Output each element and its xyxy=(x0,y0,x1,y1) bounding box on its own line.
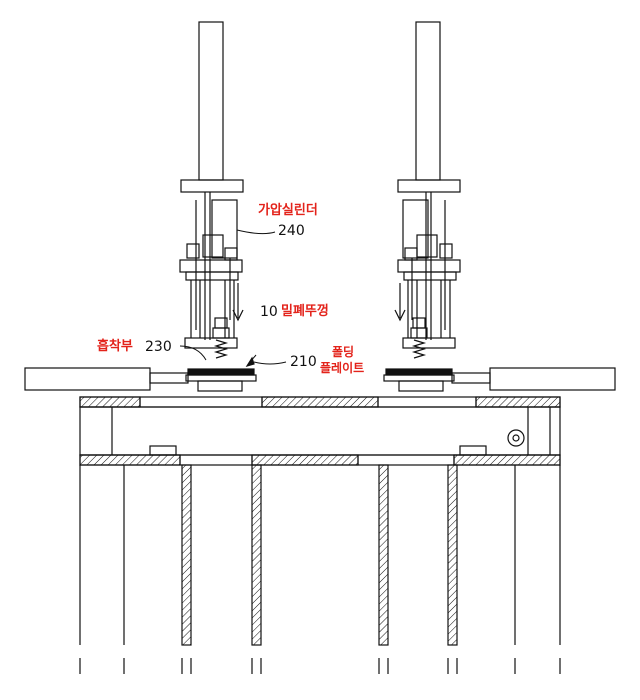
left-press-unit xyxy=(179,21,244,392)
plate-label-line2: 플레이트 xyxy=(320,361,365,375)
right-folding-plate xyxy=(385,368,453,376)
lid-ref-number: 10 xyxy=(260,304,278,320)
suction-label: 흡착부 xyxy=(97,339,133,354)
cylinder-label: 가압실린더 xyxy=(258,203,318,218)
lower-table xyxy=(79,454,561,466)
plate-label-line1: 폴딩 xyxy=(332,345,355,359)
lid-label: 밀폐뚜껑 xyxy=(281,304,329,319)
side-arms xyxy=(24,367,616,391)
right-press-unit xyxy=(397,21,461,392)
frame-box xyxy=(79,406,561,456)
cylinder-ref-number: 240 xyxy=(278,223,305,239)
suction-ref-number: 230 xyxy=(145,339,172,355)
legs xyxy=(79,464,561,674)
upper-table xyxy=(79,396,561,408)
down-arrows xyxy=(232,283,406,322)
plate-ref-number: 210 xyxy=(290,354,317,370)
roller-circle xyxy=(507,429,525,447)
leader-lines xyxy=(179,229,287,365)
left-folding-plate xyxy=(187,368,255,376)
